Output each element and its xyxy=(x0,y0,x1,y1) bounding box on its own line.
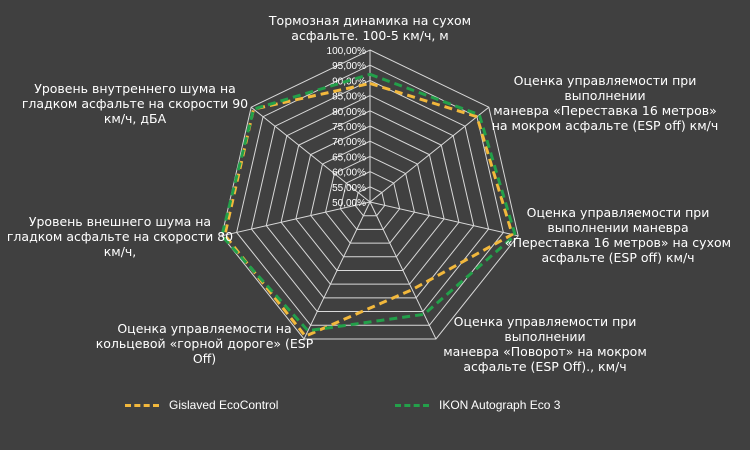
axis-label-line: Оценка управляемости на xyxy=(117,321,292,336)
radial-tick-label: 85,00% xyxy=(332,92,366,103)
grid-ring xyxy=(354,186,386,217)
axis-label-line: маневра «Поворот» на мокром xyxy=(443,344,647,359)
axis-label-line: гладком асфальте на скорости 80 xyxy=(6,229,234,244)
axis-label-line: асфальте. 100-5 км/ч, м xyxy=(291,28,449,43)
axis-label-line: Оценка управляемости при xyxy=(453,314,637,329)
axis-label-line: Оценка управляемости при xyxy=(513,73,697,88)
series-line-ikon xyxy=(220,72,517,333)
legend-swatch-gislaved xyxy=(125,403,159,407)
axis-label-line: км/ч, xyxy=(103,244,137,259)
axis-label-line: Уровень внешнего шума на xyxy=(28,214,212,229)
legend-label-ikon: IKON Autograph Eco 3 xyxy=(439,398,561,412)
radial-tick-labels: 50,00% 55,00% 60,00% 65,00% 70,00% 75,00% 80,0… xyxy=(327,46,367,209)
axis-label-line: Off) xyxy=(192,351,217,366)
grid-ring xyxy=(325,155,415,244)
axis-label-line: асфальте (ESP off) км/ч xyxy=(541,250,695,265)
axis-label-line: кольцевой «горной дороге» (ESP xyxy=(95,336,314,351)
grid-ring xyxy=(280,110,460,285)
radial-tick-label: 80,00% xyxy=(332,107,366,118)
radial-tick-label: 65,00% xyxy=(332,152,366,163)
axis-label-line: выполнении маневра xyxy=(547,220,689,235)
radial-tick-label: 60,00% xyxy=(332,168,366,179)
axis-label-line: маневра «Переставка 16 метров» xyxy=(493,103,717,118)
axis-label-line: «Переставка 16 метров» на сухом xyxy=(504,235,732,250)
radial-tick-label: 75,00% xyxy=(332,122,366,133)
axis-label-line: асфальте (ESP Off)., км/ч xyxy=(463,359,627,374)
axis-label-line: Уровень внутреннего шума на xyxy=(34,81,236,96)
grid-ring xyxy=(339,171,401,230)
grid-ring xyxy=(295,125,445,271)
grid-ring xyxy=(221,49,519,340)
grid-ring xyxy=(310,140,430,258)
grid-spoke xyxy=(221,201,371,237)
radar-series xyxy=(220,72,517,338)
grid-spoke xyxy=(369,106,490,203)
grid-spoke xyxy=(303,201,371,340)
axis-label-line: гладком асфальте на скорости 90 xyxy=(21,96,249,111)
grid-spoke xyxy=(250,106,371,203)
axis-label-line: Тормозная динамика на сухом xyxy=(268,13,472,28)
grid-spoke xyxy=(369,201,519,237)
radial-tick-label: 95,00% xyxy=(332,61,366,72)
grid-ring xyxy=(250,79,490,313)
axis-label-line: выполнении xyxy=(564,88,646,103)
axis-label-line: выполнении xyxy=(504,329,586,344)
axis-label-line: Оценка управляемости при xyxy=(526,205,710,220)
radial-tick-label: 70,00% xyxy=(332,137,366,148)
radial-tick-label: 55,00% xyxy=(332,183,366,194)
grid-ring xyxy=(265,95,475,299)
grid-spoke xyxy=(369,201,437,340)
legend-item-gislaved: Gislaved EcoControl xyxy=(125,398,278,412)
axis-label-line: км/ч, дБА xyxy=(103,111,167,126)
legend: Gislaved EcoControl IKON Autograph Eco 3 xyxy=(0,398,750,418)
axis-label-line: на мокром асфальте (ESP off) км/ч xyxy=(491,118,719,133)
radial-tick-label: 100,00% xyxy=(327,46,367,57)
legend-item-ikon: IKON Autograph Eco 3 xyxy=(395,398,560,412)
radar-grid xyxy=(221,49,519,340)
radial-tick-label: 50,00% xyxy=(332,198,366,209)
legend-label-gislaved: Gislaved EcoControl xyxy=(169,398,279,412)
legend-swatch-ikon xyxy=(395,403,429,407)
